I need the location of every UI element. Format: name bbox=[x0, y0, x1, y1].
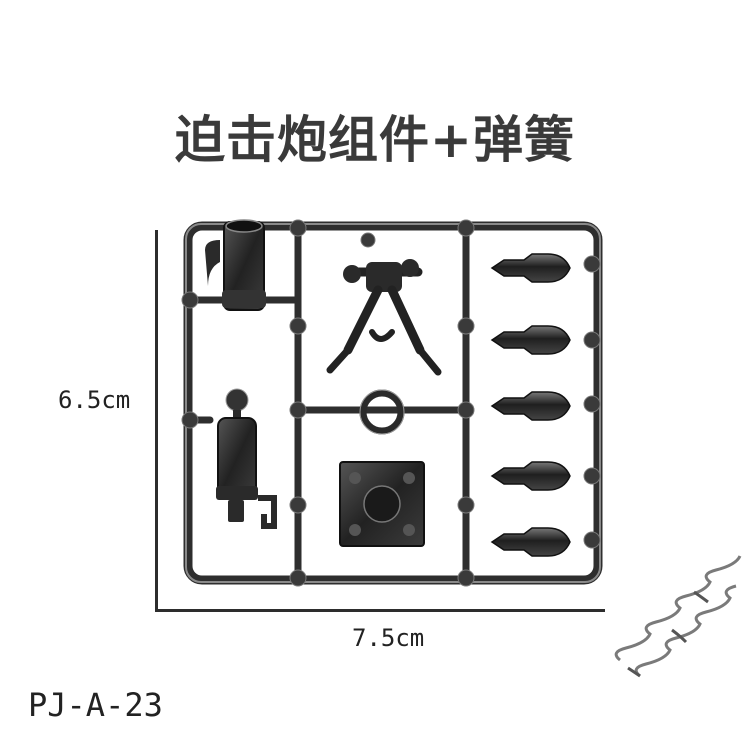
height-label: 6.5cm bbox=[58, 386, 131, 414]
base-plate-part bbox=[339, 461, 425, 547]
width-label: 7.5cm bbox=[352, 624, 425, 652]
height-dimension-line bbox=[155, 230, 158, 612]
mortar-tube-part bbox=[205, 219, 266, 311]
product-title: 迫击炮组件+弹簧 bbox=[175, 111, 575, 169]
product-code: PJ-A-23 bbox=[28, 686, 163, 724]
ammo-carrier-part bbox=[216, 388, 277, 529]
sprue-gates bbox=[181, 219, 601, 587]
mortar-shells bbox=[490, 253, 571, 557]
spring-part bbox=[614, 555, 742, 678]
ring-part bbox=[359, 389, 405, 435]
mortar-bipod-part bbox=[326, 259, 442, 376]
width-dimension-line bbox=[155, 609, 605, 612]
